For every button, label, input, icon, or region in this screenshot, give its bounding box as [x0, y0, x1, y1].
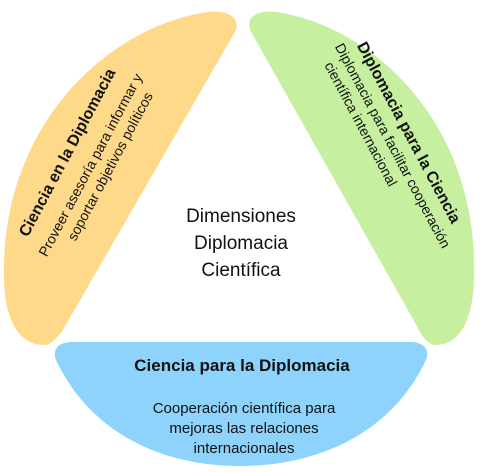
right-petal — [249, 11, 475, 345]
bottom-petal-desc-line1: Cooperación científica para — [153, 400, 336, 417]
center-label-line2: Diplomacia — [194, 233, 288, 254]
bottom-petal-desc-line2: mejoras las relaciones — [169, 420, 318, 437]
left-petal — [3, 11, 237, 345]
bottom-petal-desc-line3: internacionales — [194, 440, 295, 457]
center-label-line1: Dimensiones — [186, 206, 296, 227]
center-label: Dimensiones Diplomacia Científica — [125, 203, 357, 284]
bottom-petal — [54, 342, 428, 466]
bottom-petal-title: Ciencia para la Diplomacia — [134, 356, 350, 375]
center-label-line3: Científica — [201, 260, 281, 281]
